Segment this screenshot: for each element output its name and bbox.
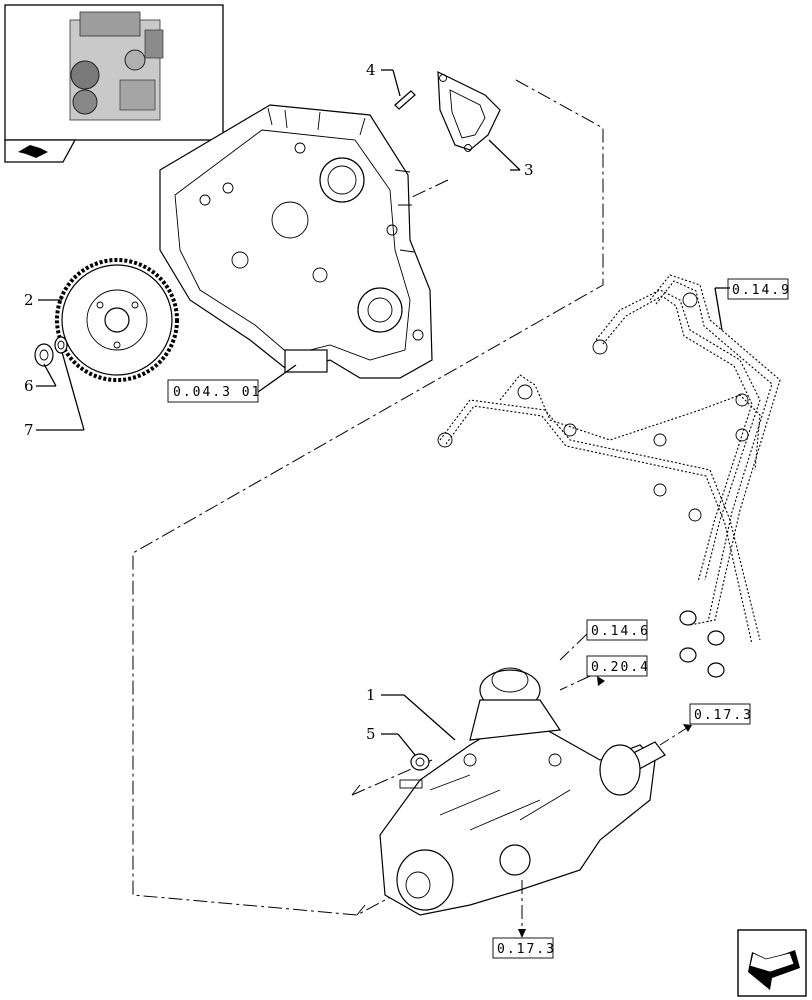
ref-0-04-3-01-label: 0.04.3 01: [173, 385, 261, 400]
timing-cover: [159, 104, 433, 379]
ref-0-20-4[interactable]: 0.20.4: [586, 655, 650, 677]
gear-washer: [54, 336, 68, 354]
ref-0-17-3-right-label: 0.17.3: [694, 708, 753, 723]
pump-drive-gear: [55, 258, 179, 382]
engine-thumbnail[interactable]: [4, 4, 224, 163]
pump-oring: [410, 753, 430, 771]
gear-nut: [34, 343, 54, 367]
gasket: [437, 71, 501, 152]
callout-5: 5: [366, 725, 376, 743]
callout-7: 7: [24, 421, 34, 439]
injection-pipes: [437, 274, 781, 678]
back-arrow-icon[interactable]: [4, 139, 77, 163]
ref-0-14-6[interactable]: 0.14.6: [586, 619, 650, 641]
ref-0-14-9[interactable]: 0.14.9: [727, 278, 791, 300]
ref-0-17-3-bottom-label: 0.17.3: [497, 942, 556, 957]
callout-1: 1: [366, 686, 376, 704]
callout-2: 2: [24, 291, 34, 309]
engine-thumbnail-icon: [69, 11, 164, 121]
ref-0-14-6-label: 0.14.6: [591, 624, 650, 639]
injection-pump: [379, 667, 666, 916]
ref-0-20-4-label: 0.20.4: [591, 660, 650, 675]
ref-0-04-3-01[interactable]: 0.04.3 01: [167, 379, 261, 403]
callout-3: 3: [524, 161, 534, 179]
stud-pin: [394, 90, 416, 110]
ref-0-17-3-right[interactable]: 0.17.3: [689, 703, 753, 725]
callout-6: 6: [24, 377, 34, 395]
ref-0-14-9-label: 0.14.9: [732, 283, 791, 298]
next-page-button[interactable]: [737, 929, 807, 997]
ref-0-17-3-bottom[interactable]: 0.17.3: [492, 937, 556, 959]
callout-4: 4: [366, 61, 376, 79]
leader-lines: [36, 69, 730, 938]
next-page-arrow-icon: [748, 950, 800, 990]
